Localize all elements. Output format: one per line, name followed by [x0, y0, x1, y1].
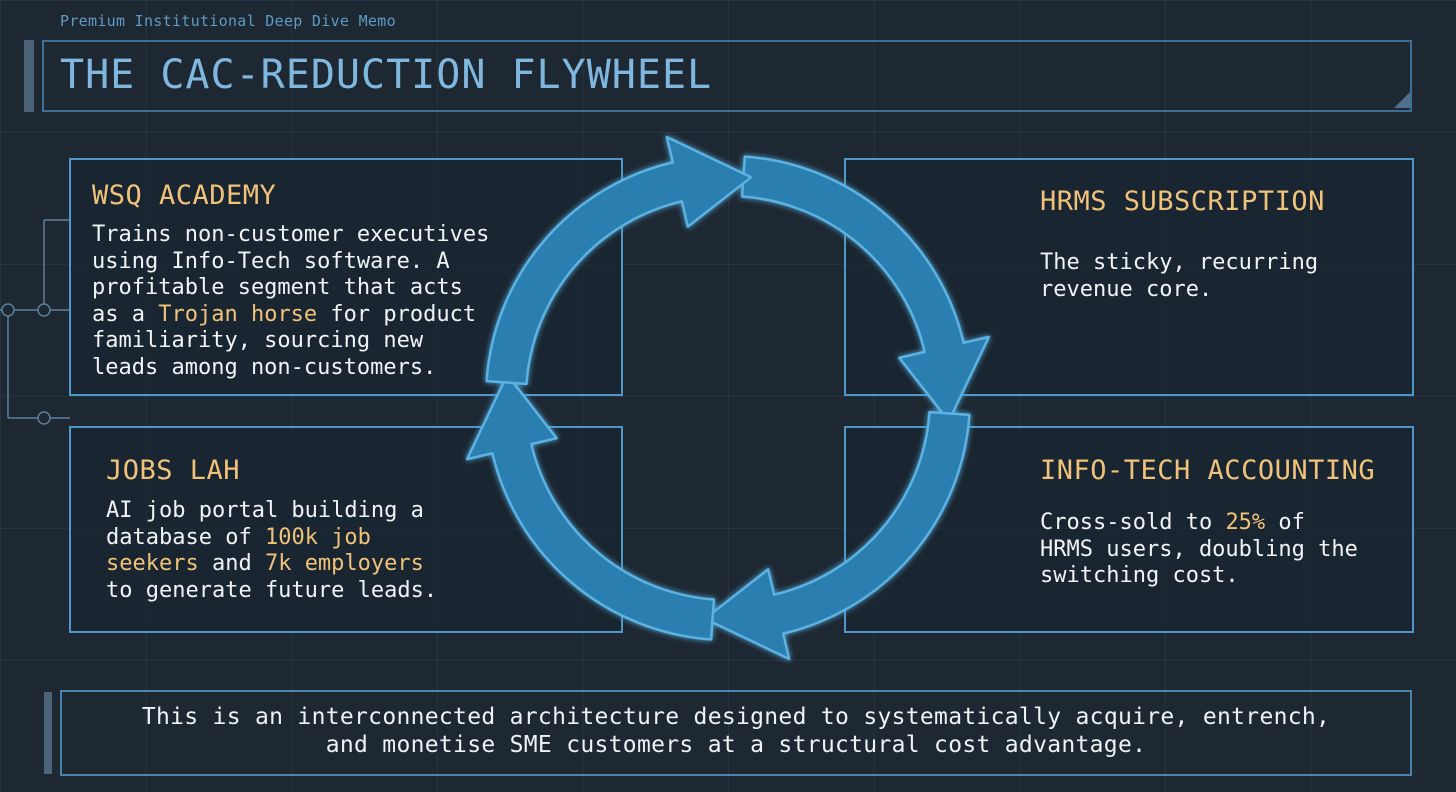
title-corner-marker [1394, 92, 1410, 108]
card-jobs-line: seekers and 7k employers [106, 551, 437, 578]
card-wsq-line: profitable segment that acts [92, 275, 463, 300]
card-wsq-line: as a Trojan horse for product [92, 302, 489, 329]
card-jobs-title: JOBS LAH [106, 455, 241, 486]
card-jobs-body: AI job portal building a database of 100… [106, 498, 437, 604]
card-hrms-title: HRMS SUBSCRIPTION [1040, 186, 1325, 217]
highlight-percentage: 25% [1225, 510, 1266, 535]
card-infotech-title: INFO-TECH ACCOUNTING [1040, 455, 1376, 486]
footer-line: and monetise SME customers at a structur… [325, 732, 1147, 758]
card-infotech-body: Cross-sold to 25% of HRMS users, doublin… [1040, 510, 1358, 590]
highlight-job-seekers: 100k job [264, 524, 371, 550]
text-segment: as a [92, 301, 159, 327]
flywheel-arrow-bottom-left [465, 373, 716, 641]
card-jobs-line: database of 100k job [106, 525, 437, 552]
title-frame [42, 40, 1412, 112]
flywheel-arrow-bottom-right [703, 410, 971, 661]
card-hrms-body: The sticky, recurring revenue core. [1040, 250, 1318, 303]
footer-summary: This is an interconnected architecture d… [60, 703, 1412, 759]
highlight-trojan-horse: Trojan horse [158, 301, 318, 327]
memo-subtitle: Premium Institutional Deep Dive Memo [60, 12, 396, 30]
card-jobs-line: AI job portal building a [106, 498, 424, 523]
text-segment: and [198, 551, 265, 576]
text-segment: of [1265, 510, 1305, 535]
text-segment: for product [317, 301, 477, 327]
footer-line: This is an interconnected architecture d… [141, 704, 1331, 730]
flywheel-arrow-top-right [740, 155, 991, 423]
highlight-employers: 7k employers [264, 551, 424, 576]
page-title: THE CAC-REDUCTION FLYWHEEL [60, 52, 713, 98]
card-infotech-line: HRMS users, doubling the [1040, 536, 1358, 562]
footer-frame [60, 690, 1412, 776]
card-wsq-line: familiarity, sourcing new [92, 328, 424, 353]
card-wsq-line: Trains non-customer executives [92, 222, 490, 247]
card-wsq-body: Trains non-customer executives using Inf… [92, 222, 489, 381]
card-hrms-line: revenue core. [1040, 276, 1213, 302]
card-wsq-line: leads among non-customers. [92, 354, 437, 380]
card-infotech-line: Cross-sold to 25% of [1040, 510, 1358, 537]
card-infotech-line: switching cost. [1040, 563, 1239, 588]
card-wsq-line: using Info-Tech software. A [92, 248, 450, 274]
card-jobs-line: to generate future leads. [106, 577, 438, 603]
title-accent-bar [24, 40, 34, 112]
footer-accent-bar [44, 692, 52, 774]
text-segment: Cross-sold to [1040, 510, 1226, 535]
flywheel-arrow-top-left [485, 135, 753, 386]
highlight-job-seekers: seekers [106, 551, 199, 576]
card-hrms-line: The sticky, recurring [1040, 250, 1319, 275]
card-wsq-title: WSQ ACADEMY [92, 180, 277, 211]
text-segment: database of [106, 524, 265, 550]
